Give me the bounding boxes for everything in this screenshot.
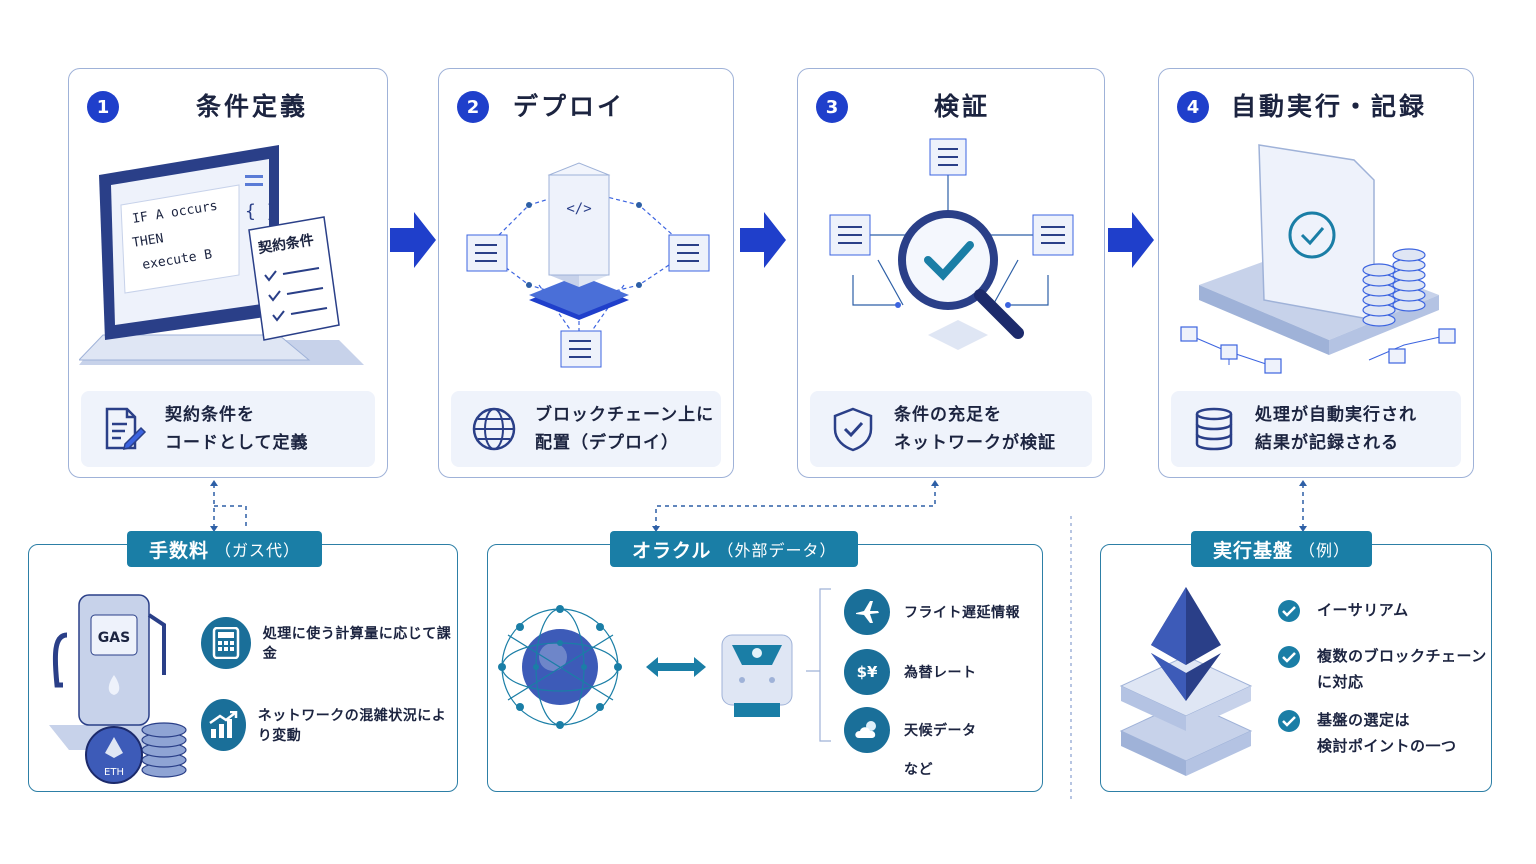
gas-fee-tag: 手数料 （ガス代） bbox=[127, 531, 323, 567]
oracle-device-icon bbox=[721, 634, 793, 717]
check-circle-icon bbox=[1278, 600, 1300, 622]
platform-panel: 実行基盤 （例） イーサリアム 複数のブロックチェーン に対応 基盤の選定は 検討… bbox=[1100, 531, 1492, 792]
platform-item: イーサリアム bbox=[1277, 597, 1409, 623]
oracle-tag-sub: （外部データ） bbox=[717, 541, 837, 560]
deploy-network-illustration: </> bbox=[466, 162, 710, 368]
gas-fee-tag-label: 手数料 bbox=[149, 539, 210, 562]
desc-line: 配置（デプロイ） bbox=[535, 433, 679, 453]
gas-item: 処理に使う計算量に応じて課金 bbox=[201, 617, 457, 669]
airplane-icon bbox=[844, 589, 890, 635]
globe-icon bbox=[472, 407, 516, 451]
gas-item: ネットワークの混雑状況により変動 bbox=[201, 699, 457, 751]
bracket-lines bbox=[806, 588, 831, 742]
check-circle-icon bbox=[1278, 646, 1300, 668]
oracle-panel: オラクル（外部データ） フライト遅延情報 $¥ 為替レート 天 bbox=[487, 531, 1043, 792]
desc-line: 条件の充足を bbox=[894, 405, 1002, 425]
svg-text:{ }: { } bbox=[245, 201, 278, 222]
ethereum-icon bbox=[1119, 587, 1253, 776]
step-card-4: 4 自動実行・記録 処理が自動実行され 結果が記録される bbox=[1158, 68, 1474, 478]
step-title: 条件定義 bbox=[195, 92, 308, 121]
step-description: 契約条件を コードとして定義 bbox=[81, 391, 375, 467]
desc-line: コードとして定義 bbox=[165, 433, 309, 453]
step-title: 自動実行・記録 bbox=[1231, 92, 1428, 121]
oracle-tag-label: オラクル bbox=[632, 539, 712, 562]
platform-item-text: イーサリアム bbox=[1317, 601, 1409, 619]
eth-coin-label: ETH bbox=[104, 767, 124, 778]
step-number: 1 bbox=[87, 91, 119, 123]
step-number: 4 bbox=[1177, 91, 1209, 123]
step-number: 2 bbox=[457, 91, 489, 123]
step-title: デプロイ bbox=[513, 92, 626, 121]
code-line-2: THEN bbox=[131, 231, 164, 251]
gas-pump-icon: GAS ETH bbox=[49, 594, 187, 784]
platform-item-text: 基盤の選定は bbox=[1317, 711, 1411, 729]
desc-line: 契約条件を bbox=[165, 405, 255, 425]
step-card-1: 1 条件定義 IF A occurs THEN execute B { } 契約… bbox=[68, 68, 388, 478]
weather-icon bbox=[844, 707, 890, 753]
calculator-icon bbox=[201, 617, 251, 669]
step-card-3: 3 検証 条件の充足を ネットワークが検証 bbox=[797, 68, 1105, 478]
oracle-item: フライト遅延情報 bbox=[844, 589, 1020, 635]
currency-icon: $¥ bbox=[844, 649, 890, 695]
arrow-right-icon bbox=[390, 212, 436, 268]
gas-item-text: 処理に使う計算量に応じて課金 bbox=[262, 626, 452, 662]
step-number: 3 bbox=[816, 91, 848, 123]
platform-item: 複数のブロックチェーン に対応 bbox=[1277, 643, 1487, 695]
step-description: 条件の充足を ネットワークが検証 bbox=[810, 391, 1092, 467]
oracle-item-text: フライト遅延情報 bbox=[904, 605, 1020, 621]
oracle-item-text: 為替レート bbox=[904, 665, 977, 681]
desc-line: 結果が記録される bbox=[1255, 433, 1399, 453]
oracle-more: など bbox=[904, 762, 933, 778]
globe-network-icon bbox=[498, 605, 622, 729]
desc-line: ネットワークが検証 bbox=[894, 433, 1056, 453]
arrow-right-icon bbox=[740, 212, 786, 268]
oracle-item: $¥ 為替レート bbox=[844, 649, 977, 695]
gas-pump-label: GAS bbox=[98, 630, 130, 646]
check-circle-icon bbox=[1278, 710, 1300, 732]
platform-item-text: に対応 bbox=[1317, 673, 1364, 691]
platform-item-text: 検討ポイントの一つ bbox=[1317, 737, 1457, 755]
double-arrow-icon bbox=[646, 657, 706, 677]
oracle-tag: オラクル （外部データ） bbox=[610, 531, 859, 567]
record-ledger-illustration bbox=[1180, 144, 1456, 374]
shield-check-icon bbox=[833, 407, 873, 452]
arrow-right-icon bbox=[1108, 212, 1154, 268]
step-card-2: 2 デプロイ </> bbox=[438, 68, 734, 478]
platform-item-text: 複数のブロックチェーン bbox=[1317, 647, 1487, 665]
step-description: ブロックチェーン上に 配置（デプロイ） bbox=[451, 391, 721, 467]
gas-fee-panel: 手数料 （ガス代） GAS ETH 処理に使う計算量に応じて課金 ネットワークの混… bbox=[28, 531, 458, 792]
document-edit-icon bbox=[105, 407, 147, 450]
oracle-item-text: 天候データ bbox=[904, 723, 977, 739]
verify-magnifier-illustration bbox=[829, 138, 1074, 350]
step-title: 検証 bbox=[934, 92, 991, 121]
platform-tag-sub: （例） bbox=[1299, 541, 1351, 560]
oracle-item: 天候データ bbox=[844, 707, 977, 753]
platform-tag: 実行基盤 （例） bbox=[1191, 531, 1373, 567]
database-icon bbox=[1195, 407, 1233, 451]
desc-line: ブロックチェーン上に bbox=[535, 405, 715, 425]
svg-text:</>: </> bbox=[566, 201, 591, 217]
chart-up-icon bbox=[201, 699, 246, 751]
platform-tag-label: 実行基盤 bbox=[1213, 539, 1294, 562]
desc-line: 処理が自動実行され bbox=[1255, 405, 1417, 425]
gas-fee-tag-sub: （ガス代） bbox=[215, 541, 301, 560]
gas-item-text: ネットワークの混雑状況により変動 bbox=[257, 708, 447, 744]
platform-item: 基盤の選定は 検討ポイントの一つ bbox=[1277, 707, 1457, 759]
laptop-illustration: IF A occurs THEN execute B { } 契約条件 bbox=[79, 145, 364, 365]
step-description: 処理が自動実行され 結果が記録される bbox=[1171, 391, 1461, 467]
